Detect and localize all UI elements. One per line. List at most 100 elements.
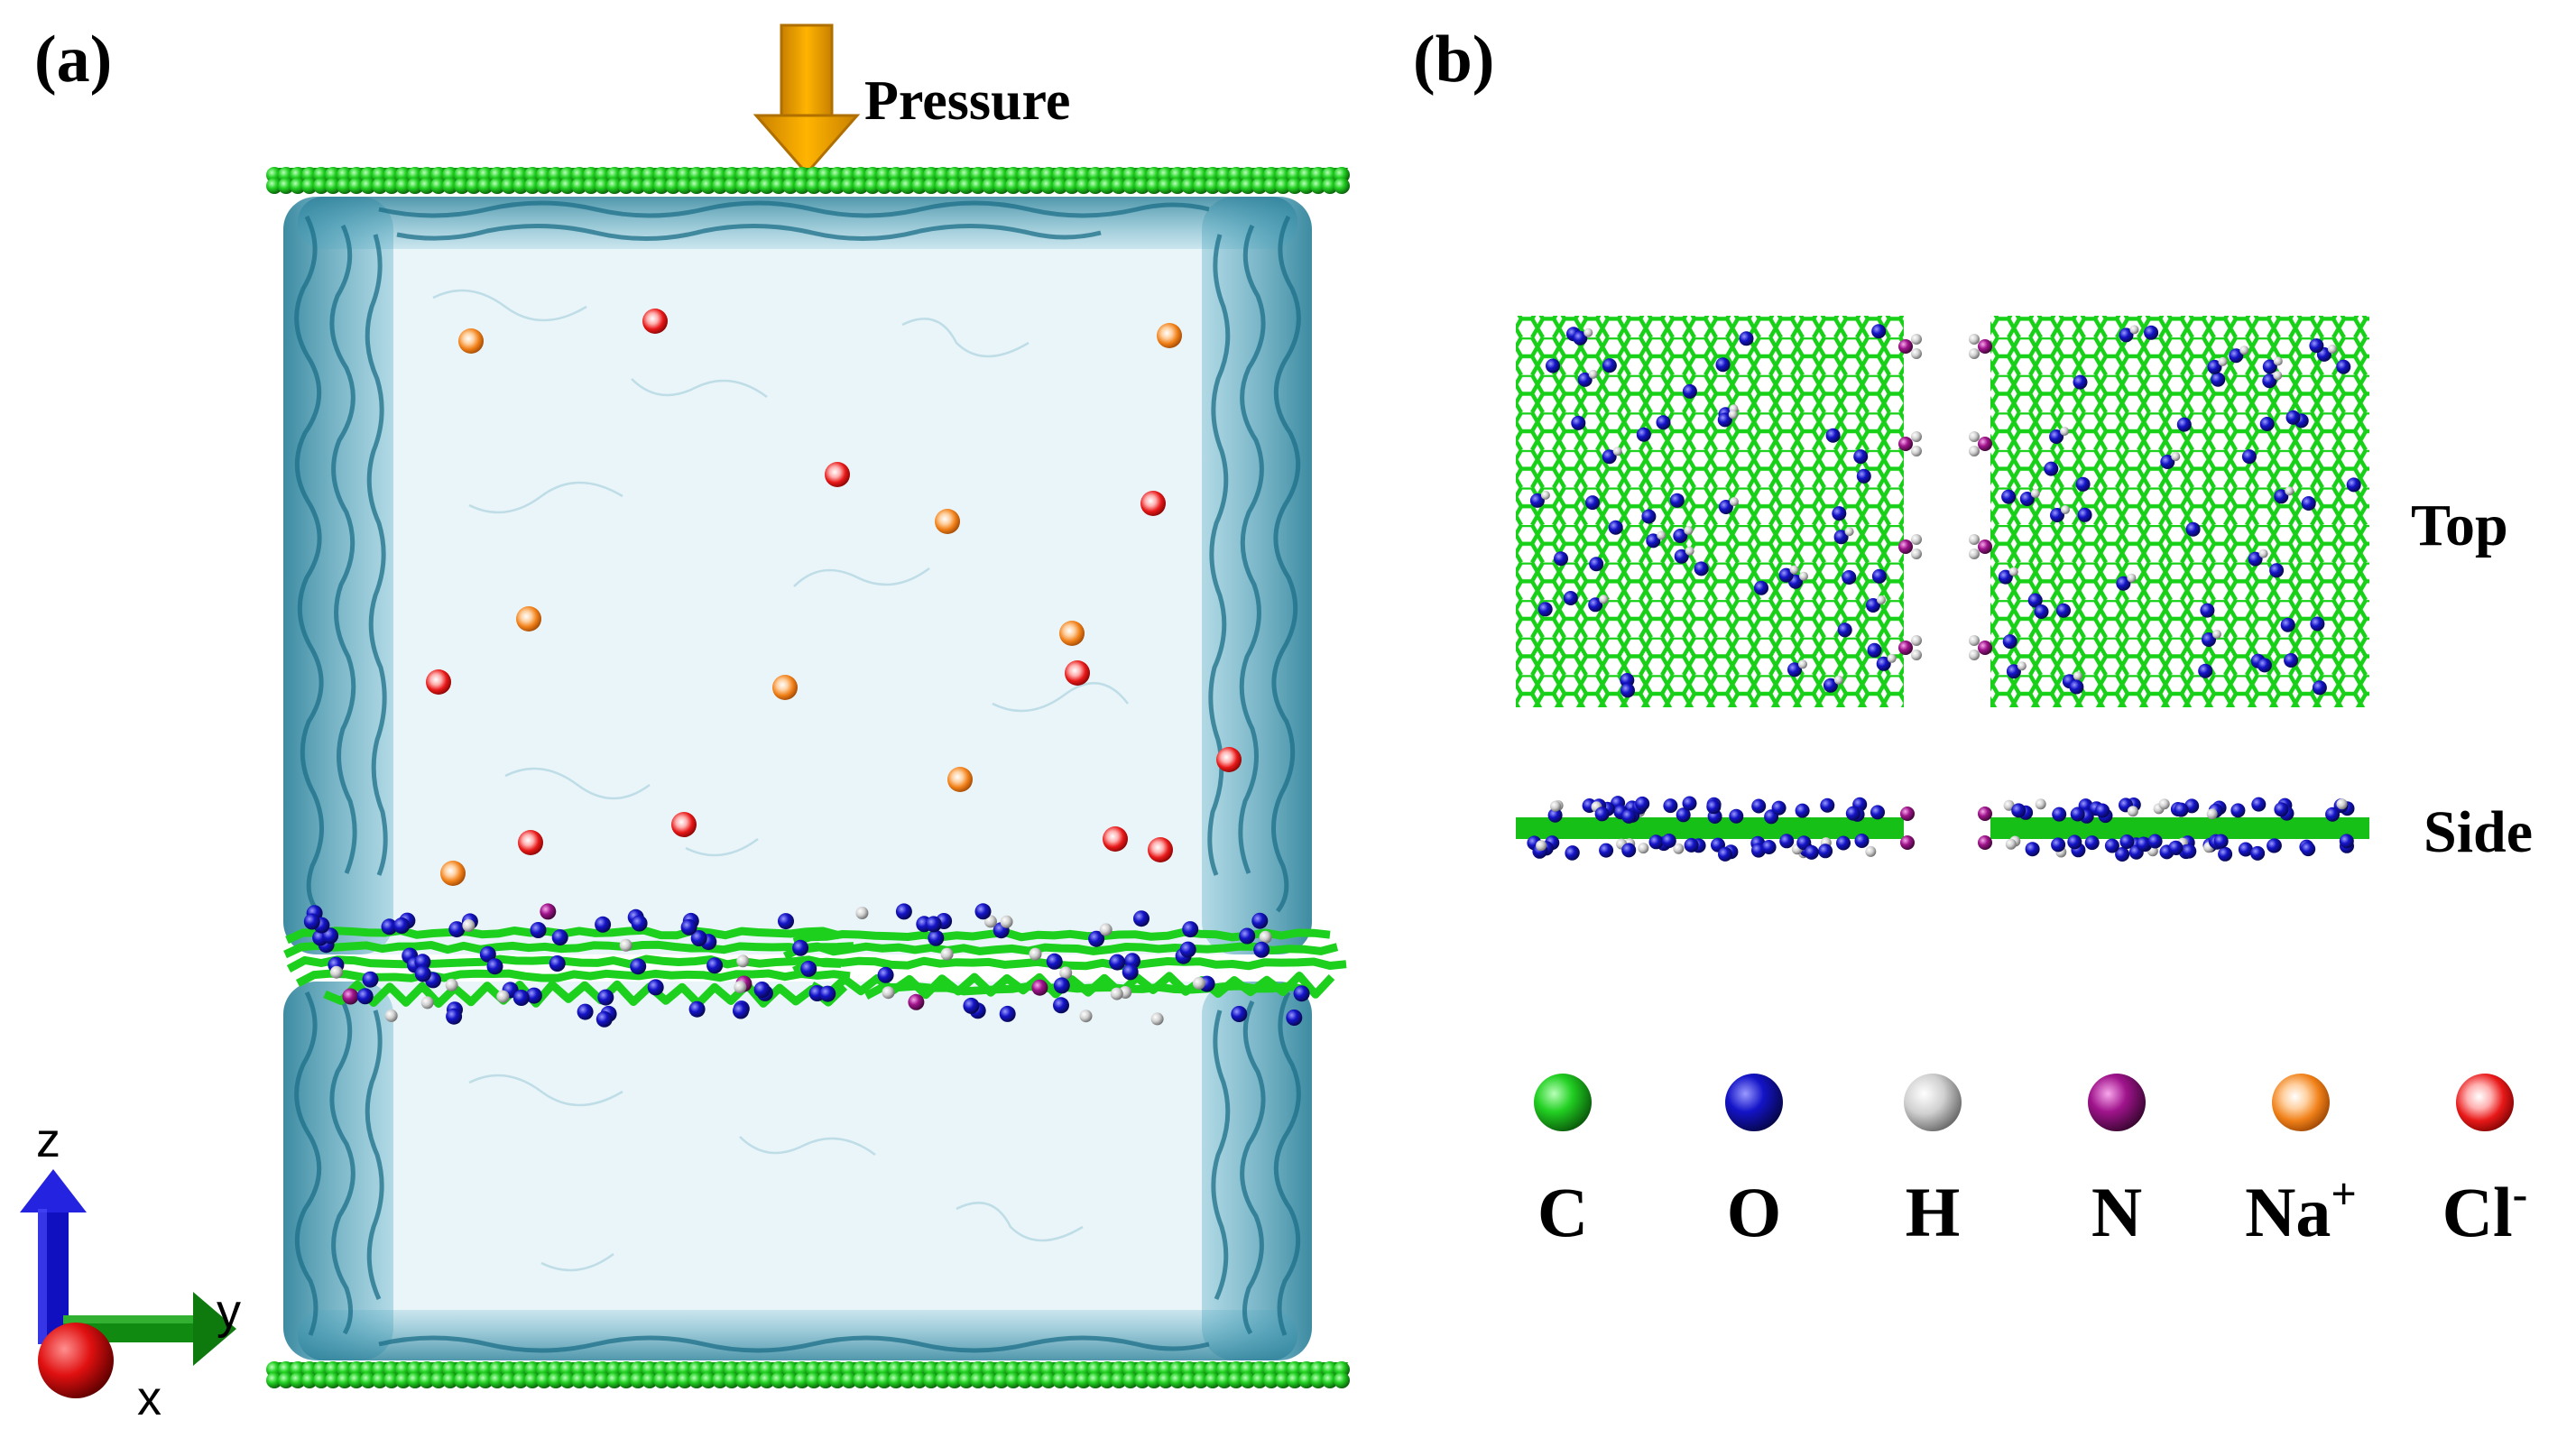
pressure-label: Pressure (864, 70, 1070, 132)
legend-symbol: N (2091, 1173, 2142, 1251)
membrane-bond (792, 956, 1347, 975)
chloride-ion (1140, 491, 1166, 516)
carbon-atom (512, 178, 529, 194)
hydrogen-atom (1969, 348, 1980, 359)
hydrogen-atom (1657, 530, 1667, 540)
oxygen-atom (2050, 508, 2064, 522)
carbon-atom (1017, 1372, 1033, 1388)
oxygen-atom (1715, 357, 1731, 373)
oxygen-atom (1594, 807, 1610, 822)
chloride-ion (1148, 837, 1173, 862)
carbon-atom (278, 1372, 294, 1388)
hydrogen-atom (2336, 798, 2348, 810)
oxygen-atom (1251, 912, 1269, 929)
oxygen-atom (2182, 844, 2197, 859)
hydrogen-atom (496, 990, 510, 1003)
hydrogen-atom (734, 981, 747, 994)
carbon-atom (712, 178, 728, 194)
carbon-atom (466, 1372, 482, 1388)
hydrogen-atom (2005, 838, 2017, 850)
oxygen-atom (2267, 838, 2282, 853)
oxygen-atom (1845, 806, 1860, 821)
carbon-atom (1064, 178, 1080, 194)
hydrogen-atom (1684, 526, 1694, 535)
oxygen-atom (486, 958, 503, 975)
oxygen-atom (1565, 845, 1580, 861)
hydrogen-atom (1911, 534, 1922, 545)
oxygen-atom (1646, 533, 1661, 549)
hydrogen-atom (940, 947, 954, 961)
carbon-atom (1040, 178, 1057, 194)
carbon-atom (454, 178, 470, 194)
carbon-atom (864, 1372, 881, 1388)
hydrogen-atom (882, 986, 895, 1000)
oxygen-atom (2251, 797, 2267, 812)
panel-a: (a) Pressure (20, 23, 1350, 1425)
carbon-atom (677, 178, 693, 194)
oxygen-atom (1529, 493, 1545, 508)
carbon-atom (1310, 178, 1326, 194)
carbon-atom (759, 1372, 775, 1388)
nitrogen-atom (1898, 641, 1913, 655)
oxygen-atom (1547, 807, 1563, 823)
oxygen-atom (2095, 803, 2110, 818)
hydrogen-atom (2008, 567, 2018, 576)
oxygen-atom (2174, 802, 2189, 817)
carbon-atom (571, 1372, 587, 1388)
carbon-atom (606, 178, 623, 194)
nitrogen-atom (908, 993, 925, 1010)
oxygen-atom (733, 1002, 749, 1019)
oxygen-atom (1754, 580, 1768, 595)
oxygen-atom (925, 916, 942, 933)
carbon-atom (1251, 178, 1268, 194)
chloride-ion (518, 830, 543, 855)
sodium-ion (440, 861, 466, 886)
carbon-atom (759, 178, 775, 194)
nitrogen-atom (1978, 437, 1992, 451)
carbon-atom (1298, 1372, 1315, 1388)
hydrogen-atom (1833, 675, 1843, 685)
carbon-atom (466, 178, 482, 194)
nitrogen-atom (1978, 835, 1992, 850)
carbon-atom (982, 1372, 998, 1388)
oxygen-atom (2160, 455, 2175, 469)
hydrogen-atom (1844, 527, 1854, 537)
oxygen-atom (1674, 549, 1689, 564)
oxygen-atom (800, 960, 817, 977)
hydrogen-atom (1259, 930, 1272, 944)
hydrogen-atom (1728, 410, 1738, 419)
nitrogen-atom (1978, 807, 1992, 821)
hydrogen-atom (1079, 1010, 1093, 1023)
carbon-atom (747, 1372, 763, 1388)
nitrogen-legend: N (2088, 1074, 2146, 1251)
oxygen-atom (2269, 563, 2285, 578)
carbon-atom (583, 178, 599, 194)
carbon-atom (806, 1372, 822, 1388)
carbon-atom (618, 1372, 634, 1388)
hydrogen-atom (1969, 334, 1980, 345)
carbon-atom (1228, 178, 1244, 194)
oxygen-atom (2104, 838, 2119, 853)
carbon-atom (1052, 178, 1068, 194)
oxygen-atom (1122, 963, 1139, 981)
carbon-atom (618, 178, 634, 194)
carbon-atom (290, 178, 306, 194)
legend-symbol: H (1906, 1173, 1961, 1251)
oxygen-atom (1682, 383, 1697, 399)
hydrogen-atom (1099, 923, 1113, 936)
chloride-ion (1216, 747, 1242, 772)
oxygen-atom (2285, 410, 2301, 425)
hydrogen-atom (1865, 845, 1877, 857)
oxygen-atom (1787, 662, 1802, 678)
carbon-atom (1216, 178, 1233, 194)
carbon-atom (383, 178, 400, 194)
carbon-atom (900, 178, 916, 194)
oxygen-atom (512, 990, 530, 1006)
oxygen-atom (1636, 427, 1651, 442)
pressure-arrow-icon (752, 23, 861, 176)
hydrogen-atom (2127, 573, 2137, 583)
oxygen-atom (895, 903, 912, 920)
carbon-atom (489, 1372, 505, 1388)
sodium-ion-ball-icon (2272, 1074, 2330, 1131)
oxygen-atom (2056, 603, 2071, 618)
